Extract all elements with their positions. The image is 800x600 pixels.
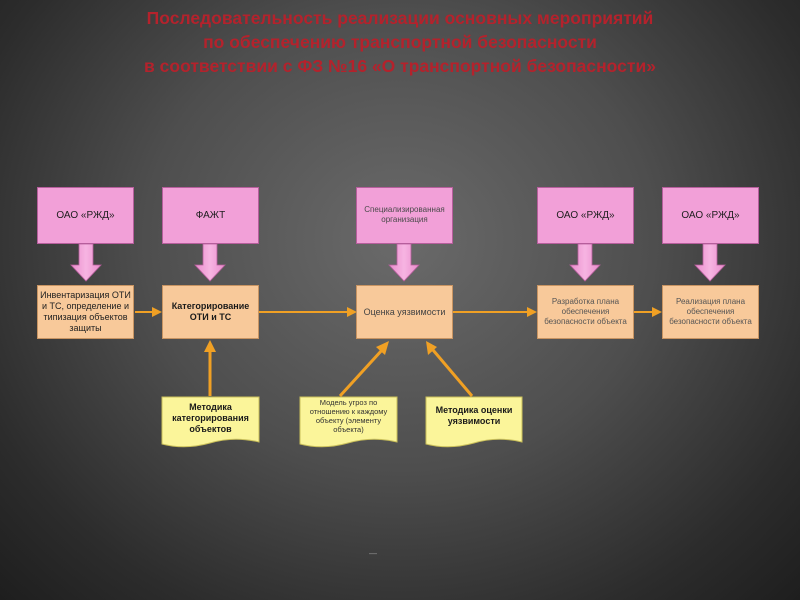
process-box-vulnerability: Оценка уязвимости — [356, 285, 453, 339]
actor-label-rzd-3: ОАО «РЖД» — [681, 210, 740, 221]
actor-box-rzd-2: ОАО «РЖД» — [537, 187, 634, 244]
actor-box-fazht: ФАЖТ — [162, 187, 259, 244]
actor-label-fazht: ФАЖТ — [195, 210, 226, 221]
footer-mark: — — [369, 549, 377, 558]
flow-arrow-1-2-head — [152, 307, 162, 317]
actor-label-rzd-2: ОАО «РЖД» — [556, 210, 615, 221]
doc-arrow-2-head — [376, 341, 389, 355]
actor-box-rzd-3: ОАО «РЖД» — [662, 187, 759, 244]
document-label-vulnerability-methodology: Методика оценки уязвимости — [435, 405, 513, 426]
process-label-categorization: Категорирование ОТИ и ТС — [171, 301, 250, 322]
process-label-plan-implementation: Реализация плана обеспечения безопасност… — [669, 297, 752, 326]
down-arrow-5 — [694, 243, 726, 282]
document-vulnerability-methodology: Методика оценки уязвимости — [426, 397, 522, 435]
flow-arrow-4-5-head — [652, 307, 662, 317]
process-label-vulnerability: Оценка уязвимости — [363, 306, 446, 317]
actor-label-specialized-org: Специализированная организация — [364, 205, 445, 224]
process-box-plan-implementation: Реализация плана обеспечения безопасност… — [662, 285, 759, 339]
down-arrow-2 — [194, 243, 226, 282]
down-arrow-3 — [388, 243, 420, 282]
document-shape-threat-model — [299, 396, 398, 448]
document-shape-methodology-categorization — [161, 396, 260, 448]
flow-arrows — [135, 307, 662, 317]
flow-arrow-2-3-head — [347, 307, 357, 317]
document-label-methodology-categorization: Методика категорирования объектов — [172, 401, 249, 434]
document-shape-vulnerability-methodology — [425, 396, 523, 448]
down-arrow-4 — [569, 243, 601, 282]
process-box-plan-development: Разработка плана обеспечения безопасност… — [537, 285, 634, 339]
document-label-threat-model: Модель угроз по отношению к каждому объе… — [309, 398, 388, 434]
doc-arrow-3-head — [426, 341, 437, 355]
doc-arrow-2-line — [338, 348, 384, 398]
diagram-title: Последовательность реализации основных м… — [0, 6, 800, 78]
doc-arrow-3-line — [431, 349, 474, 397]
process-label-plan-development: Разработка плана обеспечения безопасност… — [544, 297, 627, 326]
flow-arrow-3-4-head — [527, 307, 537, 317]
down-arrow-1 — [70, 243, 102, 282]
title-line-2: по обеспечению транспортной безопасности — [203, 32, 597, 52]
document-threat-model: Модель угроз по отношению к каждому объе… — [300, 395, 397, 437]
document-arrows — [204, 340, 474, 398]
title-line-1: Последовательность реализации основных м… — [146, 8, 654, 28]
pink-down-arrows — [70, 243, 726, 282]
actor-box-rzd-1: ОАО «РЖД» — [37, 187, 134, 244]
process-box-categorization: Категорирование ОТИ и ТС — [162, 285, 259, 339]
process-box-inventory: Инвентаризация ОТИ и ТС, определение и т… — [37, 285, 134, 339]
doc-arrow-1-head — [204, 340, 216, 352]
process-label-inventory: Инвентаризация ОТИ и ТС, определение и т… — [40, 290, 131, 333]
actor-box-specialized-org: Специализированная организация — [356, 187, 453, 244]
title-line-3: в соответствии с ФЗ №16 «О транспортной … — [144, 56, 656, 76]
actor-label-rzd-1: ОАО «РЖД» — [56, 210, 115, 221]
document-methodology-categorization: Методика категорирования объектов — [162, 397, 259, 439]
